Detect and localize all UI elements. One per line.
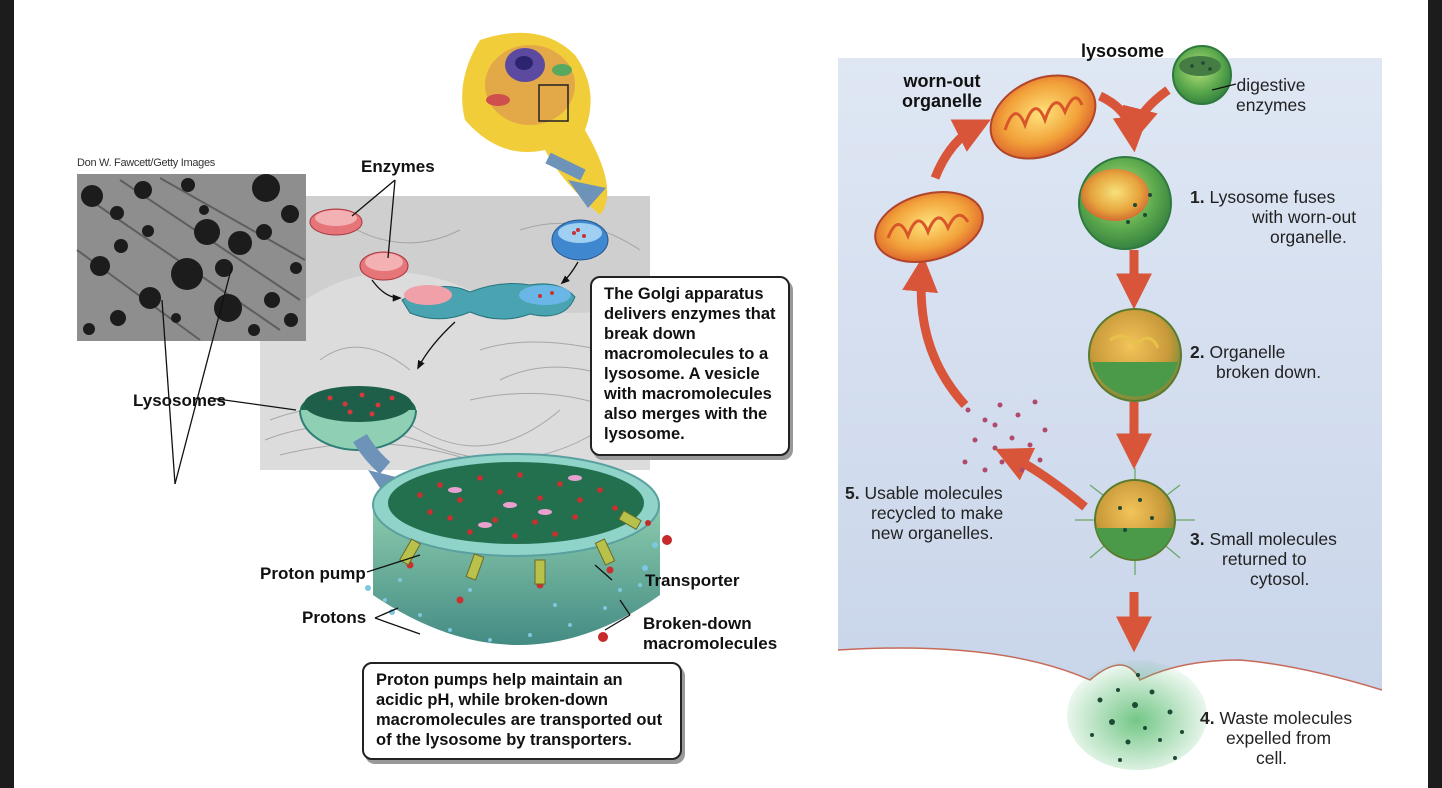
pump-callout-line: Proton pumps help maintain an — [376, 671, 623, 689]
step-1: 1. Lysosome fuses with worn-out organell… — [1190, 187, 1356, 247]
step-text: recycled to make — [871, 503, 1004, 523]
fused-lysosome-organelle — [1078, 156, 1172, 250]
protons-label: Protons — [302, 608, 367, 627]
worn-out-line: worn-out — [903, 71, 981, 91]
golgi-callout-line: The Golgi apparatus — [604, 285, 764, 303]
proton-pump-callout: Proton pumps help maintain an acidic pH,… — [362, 662, 682, 760]
pump-callout-line: macromolecules are transported out — [376, 711, 663, 729]
step-text: cell. — [1256, 748, 1288, 768]
digestive-line: enzymes — [1236, 95, 1307, 115]
broken-organelle — [1088, 308, 1182, 402]
left-leader-lines — [161, 179, 579, 485]
golgi-callout-line: with macromolecules — [604, 385, 772, 403]
large-lysosome-cutaway — [365, 453, 672, 645]
transporter-label: Transporter — [645, 571, 740, 590]
step-number: 2. — [1190, 342, 1205, 362]
digestive-enzymes-label: digestive enzymes — [1236, 75, 1306, 115]
worn-out-mitochondrion — [989, 74, 1097, 160]
step-4: 4. Waste molecules expelled from cell. — [1200, 708, 1352, 768]
digesting-lysosome — [1075, 468, 1195, 575]
proton-pump-label: Proton pump — [260, 564, 366, 583]
step-5: 5. Usable molecules recycled to make new… — [845, 483, 1003, 543]
step-text: Usable molecules — [864, 483, 1003, 503]
recycled-molecules — [962, 399, 1048, 473]
broken-down-label: Broken-down macromolecules — [643, 614, 777, 654]
photo-credit: Don W. Fawcett/Getty Images — [77, 157, 216, 169]
step-text: Waste molecules — [1219, 708, 1353, 728]
step-text: Organelle — [1209, 342, 1286, 362]
micrograph-image — [76, 174, 306, 341]
step-text: expelled from — [1226, 728, 1332, 748]
step-text: cytosol. — [1250, 569, 1310, 589]
step-number: 5. — [845, 483, 860, 503]
right-border — [1428, 0, 1442, 788]
lysosomes-label: Lysosomes — [133, 391, 226, 410]
golgi-callout-line: delivers enzymes that — [604, 305, 776, 323]
step-text: new organelles. — [871, 523, 994, 543]
step-text: returned to — [1222, 549, 1307, 569]
golgi-callout-line: lysosome. — [604, 425, 685, 443]
step-number: 4. — [1200, 708, 1215, 728]
pump-callout-line: acidic pH, while broken-down — [376, 691, 608, 709]
worn-out-line: organelle — [902, 91, 983, 111]
cell-thumbnail-illustration — [462, 32, 608, 216]
broken-down-line: macromolecules — [643, 634, 778, 653]
left-border — [0, 0, 14, 788]
golgi-callout: The Golgi apparatus delivers enzymes tha… — [590, 276, 790, 456]
free-mitochondrion — [874, 191, 984, 263]
digestive-line: digestive — [1236, 75, 1306, 95]
golgi-callout-line: lysosome. A vesicle — [604, 365, 760, 383]
lysosome-leader-lines — [366, 554, 631, 635]
pump-callout-line: of the lysosome by transporters. — [376, 731, 632, 749]
golgi-callout-line: macromolecules to a — [604, 345, 769, 363]
cycle-arrows — [902, 86, 1171, 653]
lysosome-vesicle — [1172, 45, 1232, 105]
step-text: broken down. — [1216, 362, 1322, 382]
lysosome-label: lysosome — [1081, 41, 1165, 61]
step-3: 3. Small molecules returned to cytosol. — [1190, 529, 1337, 589]
step-text: Lysosome fuses — [1209, 187, 1336, 207]
golgi-callout-line: break down — [604, 325, 696, 343]
step-number: 3. — [1190, 529, 1205, 549]
step-number: 1. — [1190, 187, 1205, 207]
golgi-callout-line: also merges with the — [604, 405, 768, 423]
broken-down-line: Broken-down — [643, 614, 752, 633]
worn-out-organelle-label: worn-out organelle — [902, 71, 982, 111]
digestive-leader — [1212, 83, 1237, 91]
enzymes-label: Enzymes — [361, 157, 435, 176]
step-text: organelle. — [1270, 227, 1347, 247]
step-text: Small molecules — [1209, 529, 1337, 549]
step-2: 2. Organelle broken down. — [1190, 342, 1321, 382]
step-text: with worn-out — [1252, 207, 1357, 227]
